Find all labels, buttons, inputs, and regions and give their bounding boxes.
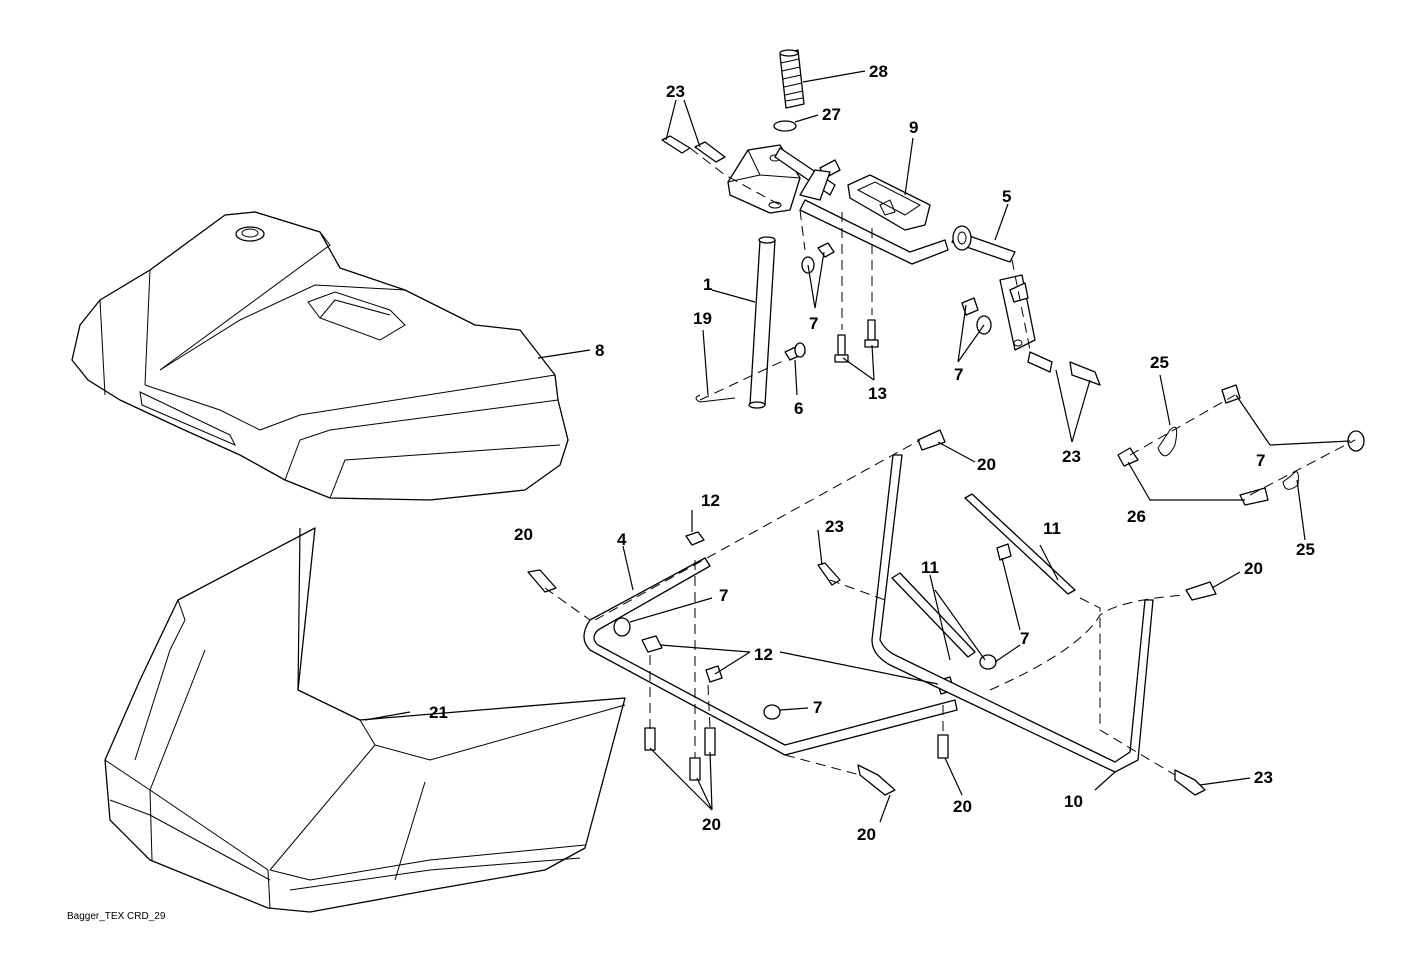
callout-20-a: 20	[977, 455, 996, 474]
callout-26: 26	[1127, 507, 1146, 526]
callout-20-d: 20	[953, 797, 972, 816]
callout-12-a: 12	[701, 491, 720, 510]
callout-7-a: 7	[809, 314, 818, 333]
callout-1: 1	[703, 275, 712, 294]
assembly-lines	[544, 147, 1356, 776]
callout-6: 6	[794, 399, 803, 418]
bolts-23	[661, 135, 1206, 796]
callout-7-b: 7	[954, 365, 963, 384]
callout-11-a: 11	[1043, 519, 1061, 538]
callout-23-bottom: 23	[1254, 768, 1273, 787]
frame-4	[583, 557, 958, 756]
callout-7-e: 7	[1020, 629, 1029, 648]
nut-group	[613, 242, 1365, 720]
callout-25-top: 25	[1150, 353, 1169, 372]
leader-lines	[297, 70, 1351, 823]
callout-28: 28	[869, 62, 888, 81]
tube-1	[748, 236, 776, 409]
clips-25	[1157, 426, 1299, 490]
rods-11	[891, 493, 1076, 658]
callout-9: 9	[909, 118, 918, 137]
callout-13: 13	[868, 384, 887, 403]
frame-10	[871, 454, 1154, 773]
callout-5: 5	[1002, 187, 1011, 206]
right-bracket	[999, 274, 1036, 351]
callout-23-right: 23	[1062, 447, 1081, 466]
callout-21: 21	[429, 703, 448, 722]
callout-12-b: 12	[754, 645, 773, 664]
bolts-13	[834, 319, 879, 363]
callouts: 28 27 23 9 5 1 19 7 6 13 7 23 8 25 7 26 …	[429, 62, 1315, 844]
callout-27: 27	[822, 105, 841, 124]
callout-23-mid: 23	[825, 517, 844, 536]
callout-8: 8	[595, 341, 604, 360]
upper-bracket	[727, 144, 841, 214]
handle-grip	[779, 49, 805, 109]
bolts-26	[1117, 447, 1269, 506]
callout-7-f: 7	[813, 698, 822, 717]
pin-5	[951, 225, 1016, 263]
washer-27	[773, 120, 797, 132]
callout-11-b: 11	[921, 558, 939, 577]
callout-25-bottom: 25	[1296, 540, 1315, 559]
callout-23-top: 23	[666, 82, 685, 101]
callout-4: 4	[617, 530, 627, 549]
callout-10: 10	[1064, 792, 1083, 811]
clip-19	[695, 394, 736, 403]
callout-20-b: 20	[514, 525, 533, 544]
pin-6	[784, 342, 806, 361]
drawing-reference: Bagger_TEX CRD_29	[67, 911, 166, 922]
callout-20-e: 20	[702, 815, 721, 834]
callout-7-c: 7	[1256, 451, 1265, 470]
callout-7-d: 7	[719, 586, 728, 605]
callout-19: 19	[693, 309, 712, 328]
slider-9	[847, 174, 931, 231]
callout-20-c: 20	[1244, 559, 1263, 578]
bag-lid	[71, 211, 569, 501]
callout-20-f: 20	[857, 825, 876, 844]
bolts-20	[527, 429, 1217, 796]
